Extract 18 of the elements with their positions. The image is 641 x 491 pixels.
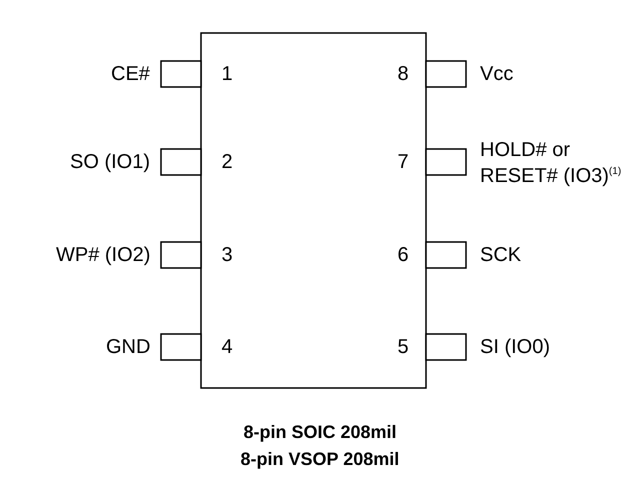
pin-name: GND — [106, 335, 150, 360]
package-caption: 8-pin SOIC 208mil — [244, 421, 397, 444]
pin-number: 1 — [222, 62, 233, 87]
pin-name: SO (IO1) — [70, 150, 150, 175]
pin-name: WP# (IO2) — [56, 243, 150, 268]
pin-number: 2 — [222, 150, 233, 175]
pin-name: SI (IO0) — [480, 335, 550, 360]
pin-number: 3 — [222, 243, 233, 268]
pin-name: HOLD# or RESET# (IO3)$^{(1)}$ — [480, 138, 622, 189]
pin-number: 4 — [222, 335, 233, 360]
pin-number: 5 — [398, 335, 409, 360]
pin-name: Vcc — [480, 62, 514, 87]
pin-name: SCK — [480, 243, 522, 268]
package-caption: 8-pin VSOP 208mil — [240, 448, 400, 471]
pin-number: 8 — [398, 62, 409, 87]
pin-name: CE# — [111, 62, 150, 87]
pin-number: 6 — [398, 243, 409, 268]
pin-number: 7 — [398, 150, 409, 175]
